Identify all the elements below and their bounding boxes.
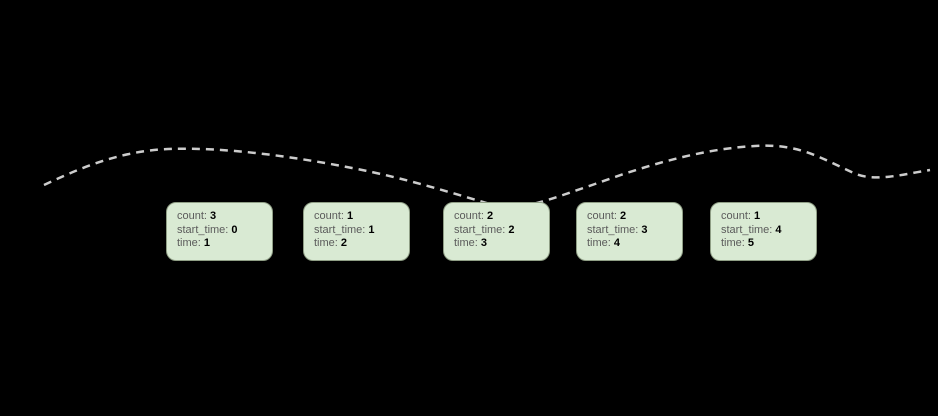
field-label: count: <box>314 210 344 222</box>
field-label: count: <box>177 210 207 222</box>
field-label: count: <box>454 210 484 222</box>
field-label: start_time: <box>587 223 639 236</box>
dashed-curve-line <box>43 144 931 208</box>
field-start-time: start_time:4 <box>721 224 816 238</box>
field-value: 2 <box>619 210 627 222</box>
field-value: 3 <box>209 210 217 222</box>
node-card-2: count:1 start_time:1 time:2 <box>303 202 410 261</box>
field-time: time:1 <box>177 237 272 251</box>
field-value: 4 <box>775 223 782 236</box>
field-value: 3 <box>480 237 487 249</box>
field-count: count:2 <box>454 210 549 224</box>
field-label: start_time: <box>454 223 506 236</box>
node-card-5: count:1 start_time:4 time:5 <box>710 202 817 261</box>
field-label: time: <box>454 237 478 249</box>
field-count: count:1 <box>314 210 409 224</box>
field-label: time: <box>314 237 338 249</box>
field-value: 1 <box>753 210 761 222</box>
field-start-time: start_time:3 <box>587 224 682 238</box>
field-time: time:5 <box>721 237 816 251</box>
field-value: 4 <box>613 237 620 249</box>
field-time: time:3 <box>454 237 549 251</box>
field-time: time:4 <box>587 237 682 251</box>
field-label: count: <box>721 210 751 222</box>
field-label: time: <box>587 237 611 249</box>
node-card-3: count:2 start_time:2 time:3 <box>443 202 550 261</box>
field-label: start_time: <box>177 223 229 236</box>
field-value: 1 <box>346 210 354 222</box>
field-value: 3 <box>641 223 648 236</box>
field-start-time: start_time:0 <box>177 224 272 238</box>
field-value: 2 <box>486 210 494 222</box>
field-value: 2 <box>340 237 347 249</box>
field-label: count: <box>587 210 617 222</box>
field-value: 5 <box>747 237 754 249</box>
field-time: time:2 <box>314 237 409 251</box>
field-value: 0 <box>231 223 238 236</box>
field-label: time: <box>721 237 745 249</box>
field-label: time: <box>177 237 201 249</box>
field-count: count:1 <box>721 210 816 224</box>
field-count: count:2 <box>587 210 682 224</box>
field-count: count:3 <box>177 210 272 224</box>
field-start-time: start_time:2 <box>454 224 549 238</box>
node-card-1: count:3 start_time:0 time:1 <box>166 202 273 261</box>
field-value: 2 <box>508 223 515 236</box>
field-start-time: start_time:1 <box>314 224 409 238</box>
node-card-4: count:2 start_time:3 time:4 <box>576 202 683 261</box>
field-value: 1 <box>203 237 210 249</box>
field-value: 1 <box>368 223 375 236</box>
field-label: start_time: <box>721 223 773 236</box>
field-label: start_time: <box>314 223 366 236</box>
